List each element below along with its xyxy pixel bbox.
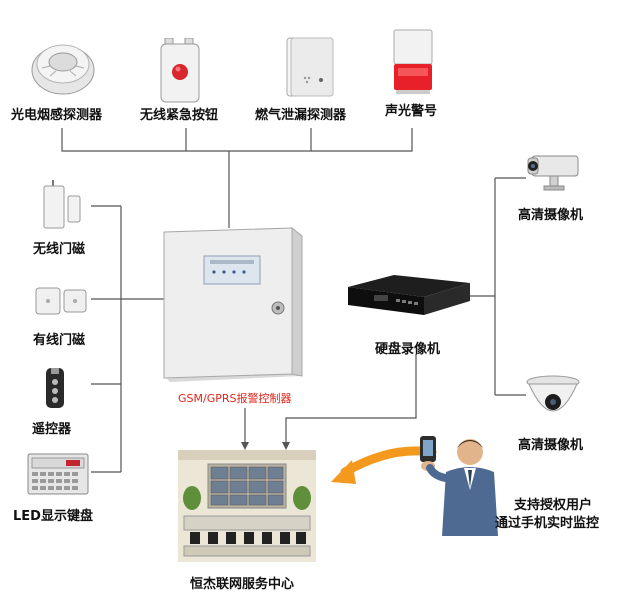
alarm-controller-icon <box>160 226 306 388</box>
mobile-user-icon <box>420 430 506 542</box>
hd-camera-top-label: 高清摄像机 <box>518 208 584 223</box>
wired-door-contact-icon <box>34 282 90 322</box>
siren-strobe-label: 声光警号 <box>385 104 438 119</box>
panic-button-icon <box>158 37 202 108</box>
siren-strobe-icon <box>390 28 436 100</box>
led-keypad-label: LED显示键盘 <box>13 509 93 524</box>
led-keypad-icon <box>26 452 90 500</box>
arrow-controller-center <box>241 442 249 450</box>
smoke-detector-label: 光电烟感探测器 <box>11 108 103 123</box>
gas-detector-icon <box>285 36 337 104</box>
dome-camera-icon <box>524 372 582 428</box>
arrow-dvr-center <box>282 442 290 450</box>
top-bus-line <box>61 128 413 152</box>
remote-control-label: 遥控器 <box>32 422 72 437</box>
bullet-camera-icon <box>524 152 580 196</box>
gas-detector-label: 燃气泄漏探测器 <box>255 108 347 123</box>
smoke-detector-icon <box>30 34 96 104</box>
wireless-door-contact-label: 无线门磁 <box>33 242 86 257</box>
mobile-link-arrow <box>331 446 437 484</box>
dvr-icon <box>346 273 472 335</box>
controller-label: GSM/GPRS报警控制器 <box>178 392 292 405</box>
mobile-caption-line2: 通过手机实时监控 <box>495 516 600 531</box>
wire-dvr-to-center <box>285 354 417 444</box>
wireless-door-contact-icon <box>40 178 90 234</box>
remote-control-icon <box>42 366 68 414</box>
service-center-icon <box>178 450 316 566</box>
hd-camera-bottom-label: 高清摄像机 <box>518 438 584 453</box>
dvr-label: 硬盘录像机 <box>375 342 441 357</box>
service-center-label: 恒杰联网服务中心 <box>190 577 295 592</box>
panic-button-label: 无线紧急按钮 <box>140 108 219 123</box>
mobile-caption-line1: 支持授权用户 <box>514 498 593 513</box>
wired-door-contact-label: 有线门磁 <box>33 333 86 348</box>
